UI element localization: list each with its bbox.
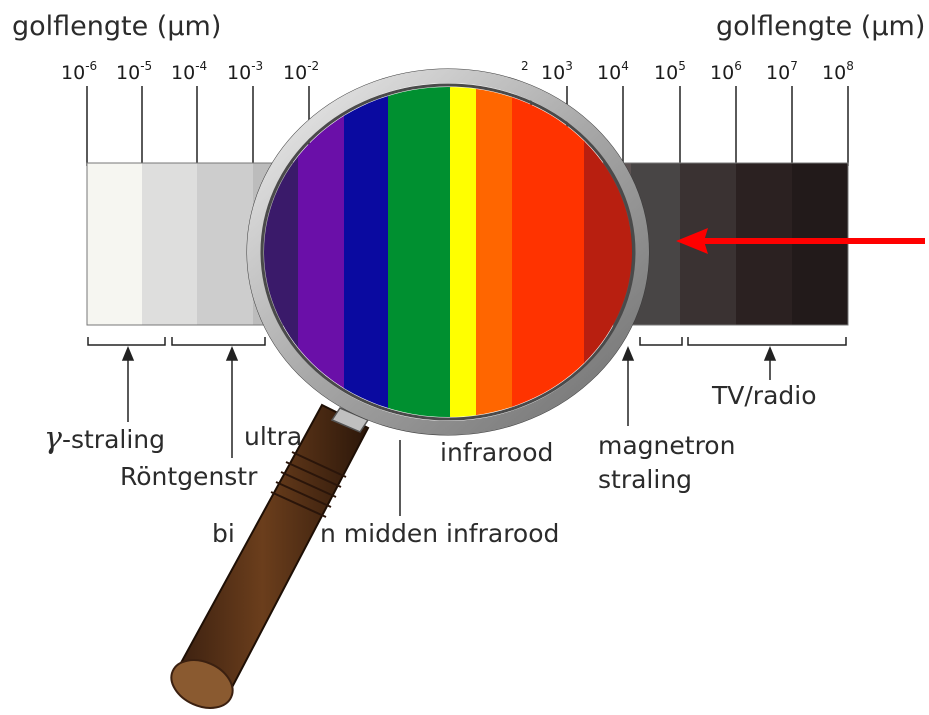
lens-band — [262, 80, 299, 430]
arrow-magnetron — [623, 348, 633, 360]
lens-band — [476, 80, 513, 430]
bracket-magnetron — [640, 337, 682, 345]
arrow-gamma — [123, 348, 133, 360]
bracket-tv-radio — [688, 337, 846, 345]
label-tv-radio: TV/radio — [712, 383, 817, 408]
label-gamma: γ-straling — [44, 424, 165, 454]
label-rontgen: Röntgenstr — [120, 464, 257, 489]
arrow-rontgen — [227, 348, 237, 360]
label-magnetron-2: straling — [598, 467, 692, 492]
label-gamma-text: -straling — [62, 425, 165, 454]
lens-band — [450, 80, 477, 430]
bracket-gamma — [88, 337, 165, 345]
magnifier-handle — [164, 405, 368, 715]
arrow-tv-radio — [765, 348, 775, 360]
gray-band — [87, 163, 142, 325]
gray-band — [197, 163, 253, 325]
lens-band — [388, 80, 451, 430]
label-midden: n midden infrarood — [320, 521, 559, 546]
gamma-symbol: γ — [44, 421, 62, 456]
label-ultra: ultra — [244, 424, 302, 449]
label-infrarood: infrarood — [440, 440, 553, 465]
bracket-rontgen — [172, 337, 265, 345]
label-magnetron-1: magnetron — [598, 433, 735, 458]
lens-band — [344, 80, 389, 430]
gray-band — [142, 163, 197, 325]
label-bijna: bi — [212, 521, 235, 546]
